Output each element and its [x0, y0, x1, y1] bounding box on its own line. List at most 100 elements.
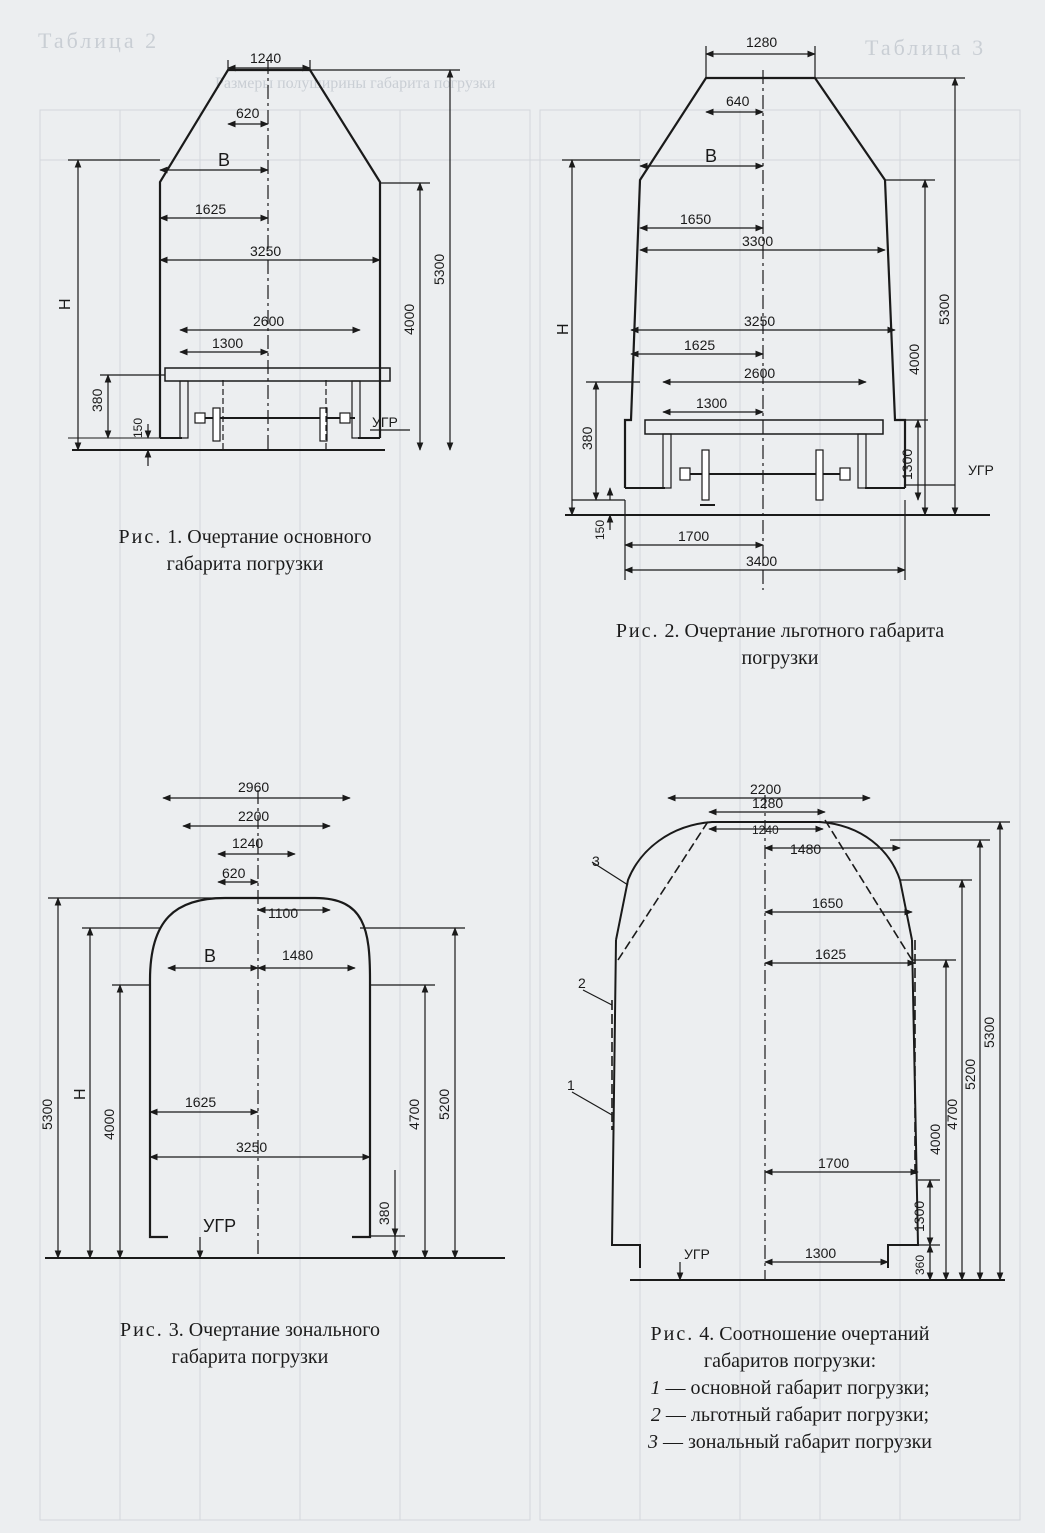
fig1-platform [164, 367, 391, 382]
fig2-dim-1300-vertical: 1300 [899, 449, 915, 480]
fig1-dim-H: Н [57, 298, 74, 310]
ghost-table-caption: Размеры полуширины габарита погрузки [215, 75, 496, 92]
fig2-dim-3250: 3250 [744, 313, 775, 329]
fig2-dim-H: Н [555, 323, 572, 335]
fig2-dim-B: В [705, 146, 717, 166]
fig2-dim-1625: 1625 [684, 337, 715, 353]
fig2-dim-4000: 4000 [906, 344, 922, 375]
fig1-caption-line1: 1. Очертание основного [167, 526, 372, 548]
fig4-dim-1300: 1300 [805, 1245, 836, 1261]
fig4-dim-1625: 1625 [815, 946, 846, 962]
fig4-caption-line2: габаритов погрузки: [703, 1350, 877, 1372]
fig3-dim-5300: 5300 [39, 1099, 55, 1130]
fig4-dimension-labels: 2200 1280 1240 1480 1650 1625 1700 1300 … [567, 781, 997, 1275]
fig2-dim-3300: 3300 [742, 233, 773, 249]
fig3-dim-4700: 4700 [406, 1099, 422, 1130]
fig4-legend-item: 1 — основной габарит погрузки; [585, 1375, 995, 1402]
fig1-dim-1240: 1240 [250, 50, 281, 66]
fig4-legend-text: — льготный габарит погрузки; [665, 1404, 930, 1426]
fig2-caption-line1: 2. Очертание льготного габарита [664, 620, 945, 642]
fig4-dim-1300-vertical: 1300 [911, 1201, 927, 1232]
fig4-dim-1650: 1650 [812, 895, 843, 911]
fig3-dim-2200: 2200 [238, 808, 269, 824]
fig3-dimension-labels: 2960 2200 1240 620 1100 В 1480 Н 1625 32… [39, 779, 452, 1236]
fig1-dim-150: 150 [131, 418, 145, 438]
fig3-caption-line1: 3. Очертание зонального [168, 1319, 380, 1341]
fig3-caption: Рис. 3. Очертание зонального габарита по… [60, 1317, 440, 1371]
fig3-dim-1240: 1240 [232, 835, 263, 851]
fig2-caption-line2: погрузки [741, 647, 819, 669]
fig4-dim-4000: 4000 [927, 1124, 943, 1155]
fig3-dim-5200: 5200 [436, 1089, 452, 1120]
fig4-legend-num: 1 [650, 1377, 661, 1399]
background-table-ghost [39, 109, 1021, 1521]
fig3-dim-B: В [204, 946, 216, 966]
fig2-caption-prefix: Рис. [615, 620, 660, 642]
fig3-ugr-label: УГР [203, 1216, 236, 1236]
figure-2 [562, 46, 990, 590]
fig4-dim-1700: 1700 [818, 1155, 849, 1171]
fig4-legend-num: 3 [647, 1431, 658, 1453]
fig3-outline [148, 896, 372, 1239]
fig2-wheelset [679, 449, 851, 516]
fig4-legend-num: 2 [650, 1404, 661, 1426]
fig4-dim-1240: 1240 [752, 823, 779, 837]
fig3-dim-620: 620 [222, 865, 246, 881]
fig1-dim-B: В [218, 150, 230, 170]
fig4-dim-5300: 5300 [981, 1017, 997, 1048]
fig4-dim-5200: 5200 [962, 1059, 978, 1090]
fig1-caption: Рис. 1. Очертание основного габарита пог… [70, 524, 420, 578]
fig2-dim-1650: 1650 [680, 211, 711, 227]
fig4-label-2: 2 [578, 975, 586, 991]
fig4-caption-line1: 4. Соотношение очертаний [699, 1323, 930, 1345]
fig4-dim-2200: 2200 [750, 781, 781, 797]
fig1-dimension-labels: 1240 620 В 1625 3250 2600 1300 Н 380 150… [57, 50, 447, 438]
fig4-outline-main [617, 819, 913, 961]
fig4-legend-item: 2 — льготный габарит погрузки; [585, 1402, 995, 1429]
fig2-dim-380: 380 [579, 426, 595, 450]
fig2-caption: Рис. 2. Очертание льготного габарита пог… [545, 618, 1015, 672]
fig2-ugr-label: УГР [968, 462, 994, 478]
fig3-caption-line2: габарита погрузки [171, 1346, 329, 1368]
fig1-dim-620: 620 [236, 105, 260, 121]
fig4-dim-4700: 4700 [944, 1099, 960, 1130]
fig2-dim-640: 640 [726, 93, 750, 109]
fig3-dim-1625: 1625 [185, 1094, 216, 1110]
fig1-ugr-label: УГР [372, 414, 398, 430]
fig2-dim-1300: 1300 [696, 395, 727, 411]
fig3-caption-prefix: Рис. [119, 1319, 164, 1341]
fig1-dim-1300: 1300 [212, 335, 243, 351]
fig2-dim-2600: 2600 [744, 365, 775, 381]
fig2-dim-5300: 5300 [936, 294, 952, 325]
fig2-dim-1700: 1700 [678, 528, 709, 544]
fig4-ugr-label: УГР [684, 1246, 710, 1262]
fig4-dim-360: 360 [913, 1255, 927, 1275]
fig1-dim-4000: 4000 [401, 304, 417, 335]
ghost-right-title: Таблица 3 [865, 35, 986, 60]
fig4-outline-zonal [615, 821, 913, 941]
fig4-legend-text: — зональный габарит погрузки [662, 1431, 933, 1453]
fig3-dim-3250: 3250 [236, 1139, 267, 1155]
fig4-outline-sides [610, 939, 920, 1268]
ghost-left-title: Таблица 2 [38, 28, 159, 53]
fig3-dim-4000: 4000 [101, 1109, 117, 1140]
fig1-caption-line2: габарита погрузки [166, 553, 324, 575]
fig1-dim-1625: 1625 [195, 201, 226, 217]
fig2-dimension-labels: 1280 640 В 1650 3300 3250 1625 2600 1300… [555, 34, 994, 569]
fig4-label-3: 3 [592, 853, 600, 869]
fig2-dim-150: 150 [593, 520, 607, 540]
fig4-label-1: 1 [567, 1077, 575, 1093]
fig1-dim-3250: 3250 [250, 243, 281, 259]
figure-1 [68, 60, 460, 466]
fig4-caption: Рис. 4. Соотношение очертаний габаритов … [585, 1321, 995, 1456]
fig1-wheelset [194, 380, 355, 450]
fig1-dim-2600: 2600 [253, 313, 284, 329]
fig3-dim-1100: 1100 [268, 905, 298, 921]
fig3-dim-380: 380 [376, 1201, 392, 1225]
fig4-dim-1480: 1480 [790, 841, 821, 857]
fig2-platform [644, 419, 884, 435]
figure-3 [45, 790, 505, 1259]
fig2-outline [623, 76, 907, 488]
fig4-caption-prefix: Рис. [650, 1323, 695, 1345]
